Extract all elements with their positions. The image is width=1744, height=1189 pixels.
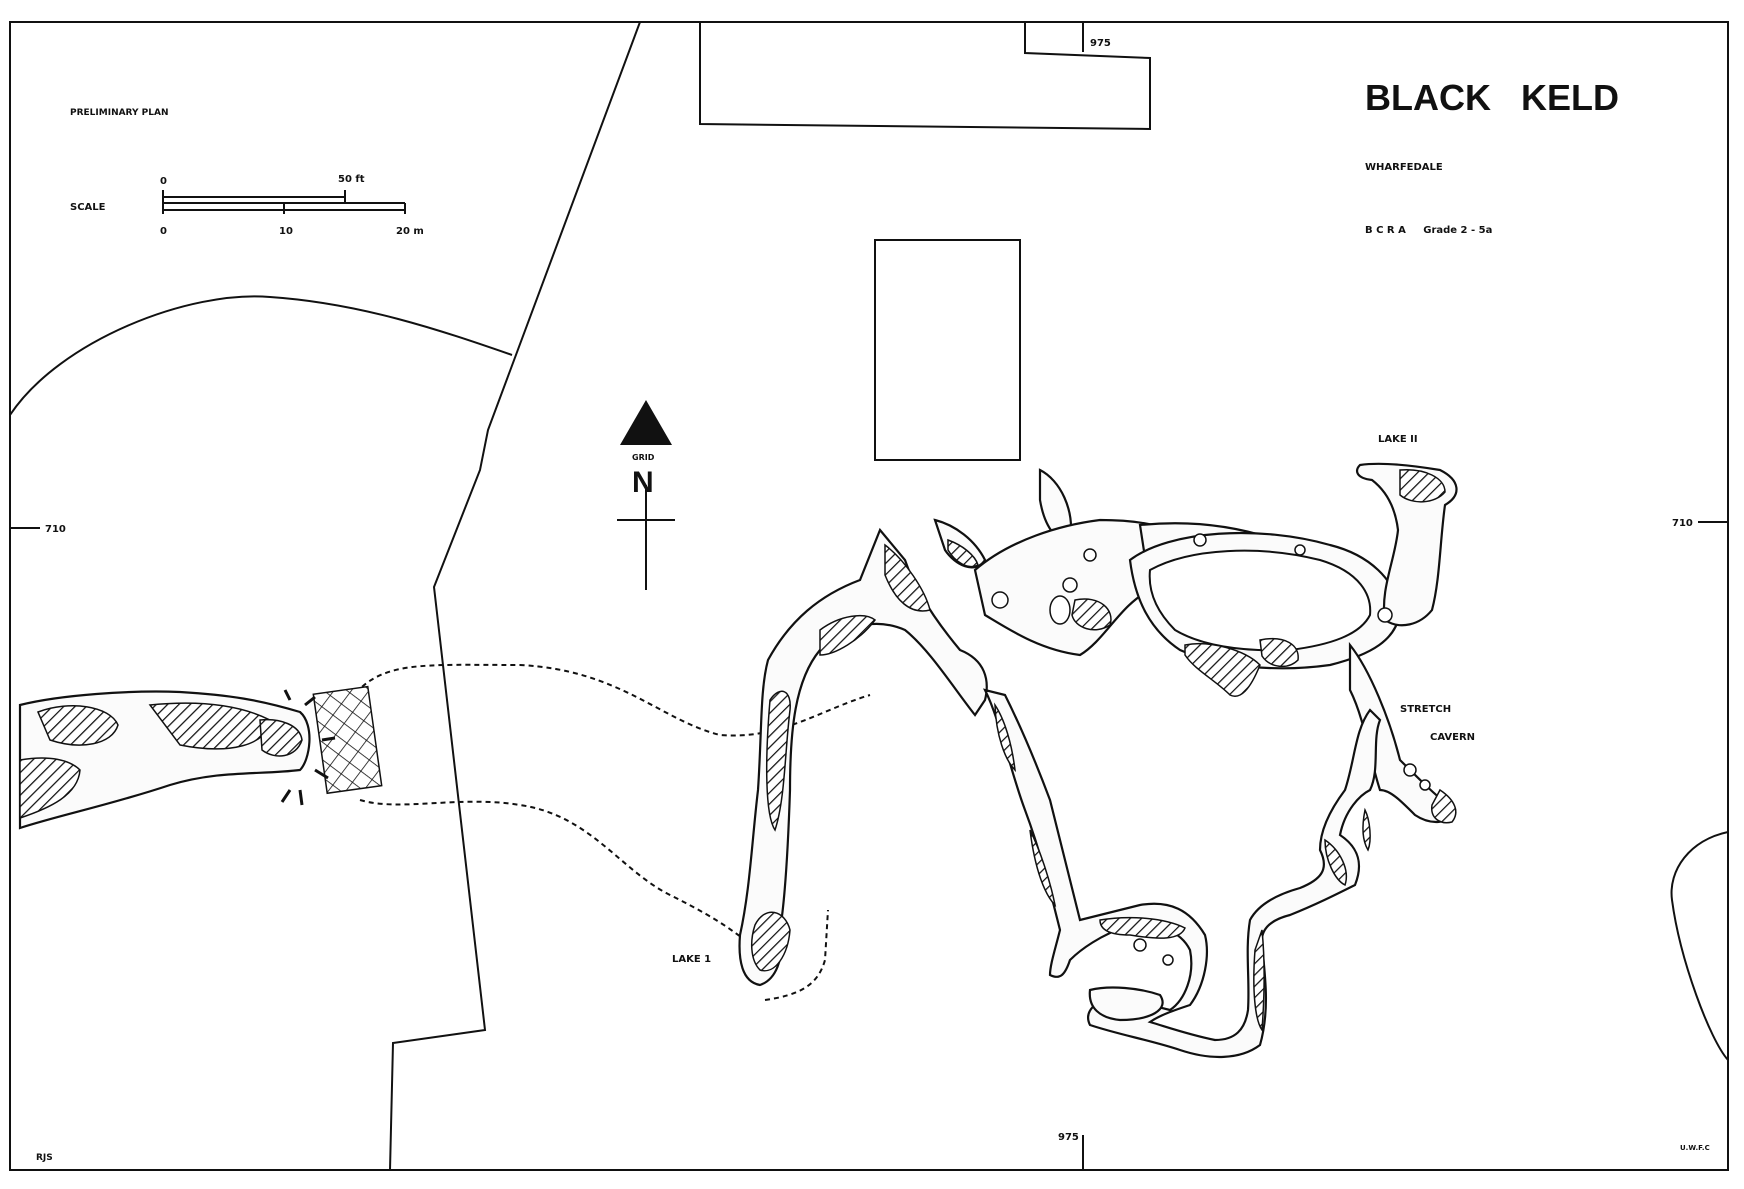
scale-bar [162,190,406,214]
map-labels: BLACK KELD WHARFEDALE B C R A Grade 2 - … [36,38,1710,1163]
scale-upper-end: 50 ft [338,174,365,185]
club-credit: U.W.F.C [1680,1144,1710,1152]
north-grid-label: GRID [632,453,655,462]
northing-left: 710 [45,524,66,535]
cavern-label: CAVERN [1430,732,1475,743]
lake-2-label: LAKE II [1378,434,1418,445]
scale-label: SCALE [70,202,106,213]
easting-bottom: 975 [1058,1132,1079,1143]
north-arrow-icon [620,400,672,445]
entrance-passage [18,685,383,830]
map-title: BLACK KELD [1365,77,1619,118]
north-letter: N [632,466,654,499]
easting-top: 975 [1090,38,1111,49]
scale-lower-end: 20 m [396,226,424,237]
plan-type: PRELIMINARY PLAN [70,108,168,118]
scale-upper-start: 0 [160,176,167,187]
stretch-label: STRETCH [1400,704,1451,715]
scale-lower-mid: 10 [279,226,293,237]
author-credit: RJS [36,1153,53,1163]
northing-right: 710 [1672,518,1693,529]
map-frame [9,21,1729,1171]
grid-ticks [10,22,1728,1170]
cave-passages [738,462,1458,1058]
north-arrow [617,400,675,590]
lake-1-label: LAKE 1 [672,954,711,965]
survey-grade: B C R A Grade 2 - 5a [1365,225,1492,236]
map-subtitle: WHARFEDALE [1365,162,1443,173]
dashed-trace [349,663,871,1001]
scale-lower-start: 0 [160,226,167,237]
surface-boundaries [9,21,1729,1171]
